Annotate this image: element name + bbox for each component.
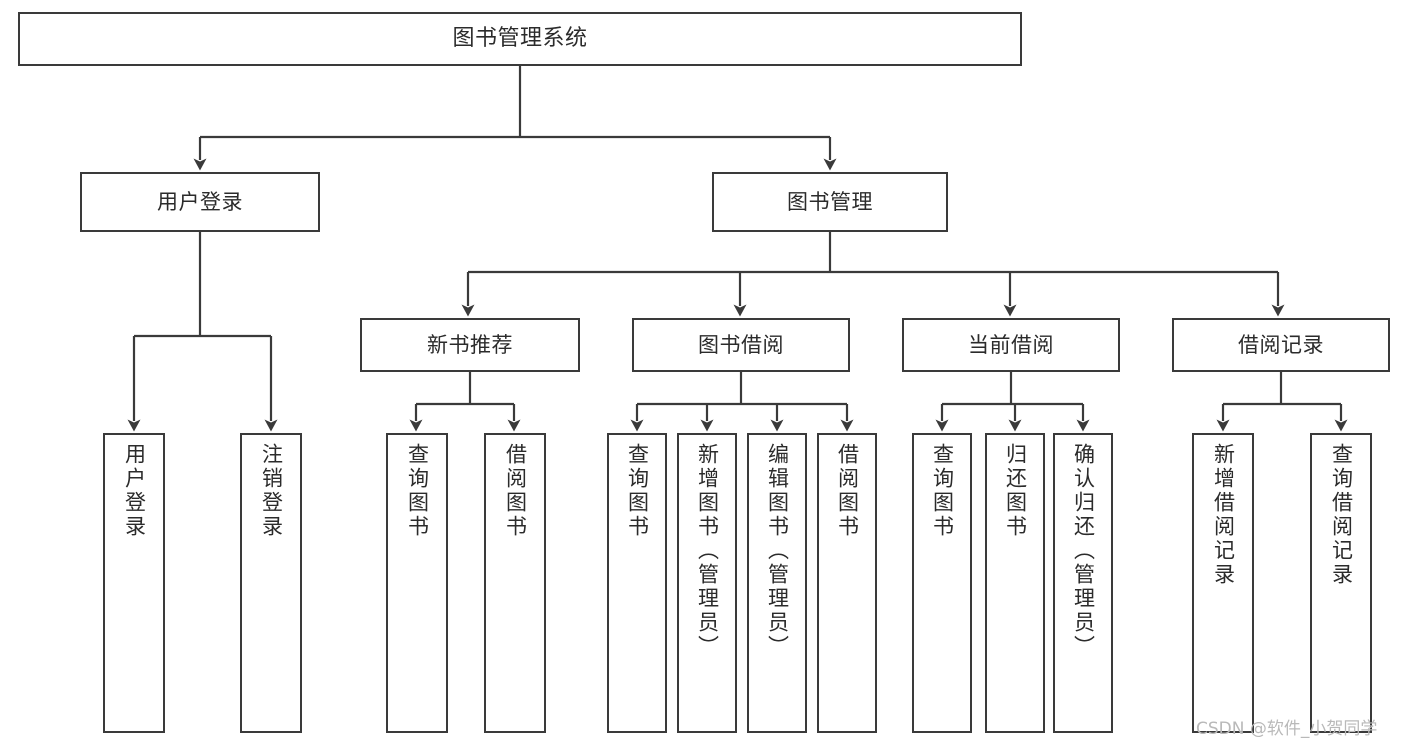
- node-leaf-borrow-book-2[interactable]: 借阅图书: [817, 433, 877, 733]
- node-leaf-borrow-book-2-label: 借阅图书: [835, 443, 860, 539]
- node-leaf-add-record[interactable]: 新增借阅记录: [1192, 433, 1254, 733]
- node-leaf-query-book-2[interactable]: 查询图书: [607, 433, 667, 733]
- node-book-manage-label: 图书管理: [787, 189, 873, 214]
- node-root-label: 图书管理系统: [452, 26, 588, 52]
- node-leaf-query-book-3[interactable]: 查询图书: [912, 433, 972, 733]
- node-user-login-label: 用户登录: [157, 189, 243, 214]
- node-book-borrow-label: 图书借阅: [698, 332, 784, 357]
- node-current-borrow-label: 当前借阅: [968, 332, 1054, 357]
- node-leaf-user-login[interactable]: 用户登录: [103, 433, 165, 733]
- csdn-watermark: CSDN @软件_小贺同学: [1196, 719, 1378, 739]
- node-leaf-edit-book-label: 编辑图书（管理员）: [765, 443, 790, 659]
- node-leaf-query-book-2-label: 查询图书: [625, 443, 650, 539]
- node-leaf-query-record[interactable]: 查询借阅记录: [1310, 433, 1372, 733]
- node-leaf-confirm-return[interactable]: 确认归还（管理员）: [1053, 433, 1113, 733]
- node-leaf-edit-book[interactable]: 编辑图书（管理员）: [747, 433, 807, 733]
- node-leaf-logout-label: 注销登录: [259, 443, 284, 539]
- node-user-login[interactable]: 用户登录: [80, 172, 320, 232]
- node-leaf-add-book[interactable]: 新增图书（管理员）: [677, 433, 737, 733]
- node-leaf-return-book[interactable]: 归还图书: [985, 433, 1045, 733]
- node-leaf-logout[interactable]: 注销登录: [240, 433, 302, 733]
- node-leaf-add-book-label: 新增图书（管理员）: [695, 443, 720, 659]
- node-leaf-query-record-label: 查询借阅记录: [1329, 443, 1354, 587]
- node-leaf-borrow-book-1[interactable]: 借阅图书: [484, 433, 546, 733]
- node-current-borrow[interactable]: 当前借阅: [902, 318, 1120, 372]
- node-root[interactable]: 图书管理系统: [18, 12, 1022, 66]
- node-borrow-record[interactable]: 借阅记录: [1172, 318, 1390, 372]
- node-leaf-query-book-1[interactable]: 查询图书: [386, 433, 448, 733]
- node-new-book-recommend[interactable]: 新书推荐: [360, 318, 580, 372]
- node-leaf-return-book-label: 归还图书: [1003, 443, 1028, 539]
- node-leaf-query-book-1-label: 查询图书: [405, 443, 430, 539]
- node-leaf-confirm-return-label: 确认归还（管理员）: [1071, 443, 1096, 659]
- node-borrow-record-label: 借阅记录: [1238, 332, 1324, 357]
- node-leaf-query-book-3-label: 查询图书: [930, 443, 955, 539]
- node-book-borrow[interactable]: 图书借阅: [632, 318, 850, 372]
- node-leaf-borrow-book-1-label: 借阅图书: [503, 443, 528, 539]
- node-leaf-user-login-label: 用户登录: [122, 443, 147, 539]
- node-book-manage[interactable]: 图书管理: [712, 172, 948, 232]
- node-new-book-recommend-label: 新书推荐: [427, 332, 513, 357]
- node-leaf-add-record-label: 新增借阅记录: [1211, 443, 1236, 587]
